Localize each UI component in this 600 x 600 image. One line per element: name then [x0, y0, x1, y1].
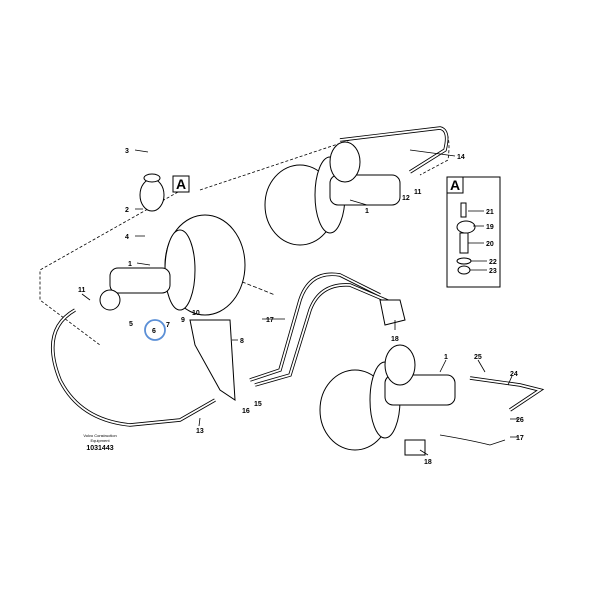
- svg-text:18: 18: [391, 336, 399, 343]
- svg-text:25: 25: [474, 354, 482, 361]
- detail-panel-label: A: [450, 177, 460, 193]
- bracket-18: [379, 299, 406, 326]
- bracket: [189, 319, 236, 401]
- view-a-marker: [172, 175, 190, 193]
- highlight-circle: [144, 319, 166, 341]
- svg-text:4: 4: [125, 234, 129, 241]
- svg-text:24: 24: [510, 371, 518, 378]
- svg-text:7: 7: [166, 322, 170, 329]
- svg-text:20: 20: [486, 241, 494, 248]
- detail-parts: [456, 202, 487, 275]
- detail-panel: [446, 176, 501, 288]
- view-a-label: A: [176, 176, 186, 192]
- dashed-leader: [39, 191, 179, 346]
- svg-text:18: 18: [424, 459, 432, 466]
- svg-text:12: 12: [402, 195, 410, 202]
- svg-text:22: 22: [489, 259, 497, 266]
- svg-text:17: 17: [516, 435, 524, 442]
- svg-text:3: 3: [125, 148, 129, 155]
- svg-text:11: 11: [414, 189, 422, 196]
- bracket-18: [404, 439, 426, 456]
- svg-text:5: 5: [129, 321, 133, 328]
- svg-text:8: 8: [240, 338, 244, 345]
- brake-booster-top: [264, 141, 401, 246]
- brake-booster-left: [99, 173, 246, 316]
- svg-text:9: 9: [181, 317, 185, 324]
- svg-text:10: 10: [192, 310, 200, 317]
- svg-text:1: 1: [128, 261, 132, 268]
- brake-booster-bottom: [319, 344, 456, 451]
- svg-text:1: 1: [444, 354, 448, 361]
- svg-text:15: 15: [254, 401, 262, 408]
- svg-text:19: 19: [486, 224, 494, 231]
- svg-text:26: 26: [516, 417, 524, 424]
- svg-text:16: 16: [242, 408, 250, 415]
- svg-text:2: 2: [125, 207, 129, 214]
- svg-text:13: 13: [196, 428, 204, 435]
- svg-text:14: 14: [457, 154, 465, 161]
- svg-text:1: 1: [365, 208, 369, 215]
- callout-6: 6: [152, 328, 156, 335]
- drawing-number: 1031443: [86, 445, 113, 452]
- callouts: 14 3 2 4 1 11 5 6 7 9 10 8 17 12 11 1 13…: [78, 148, 524, 466]
- brand-line-2: Equipment: [90, 438, 110, 443]
- detail-callouts: 21 19 20 22 23: [486, 209, 497, 275]
- brand-line-1: Volvo Construction: [83, 433, 116, 438]
- brake-lines: [51, 126, 545, 446]
- svg-text:17: 17: [266, 317, 274, 324]
- svg-text:21: 21: [486, 209, 494, 216]
- svg-text:23: 23: [489, 268, 497, 275]
- svg-text:11: 11: [78, 287, 86, 294]
